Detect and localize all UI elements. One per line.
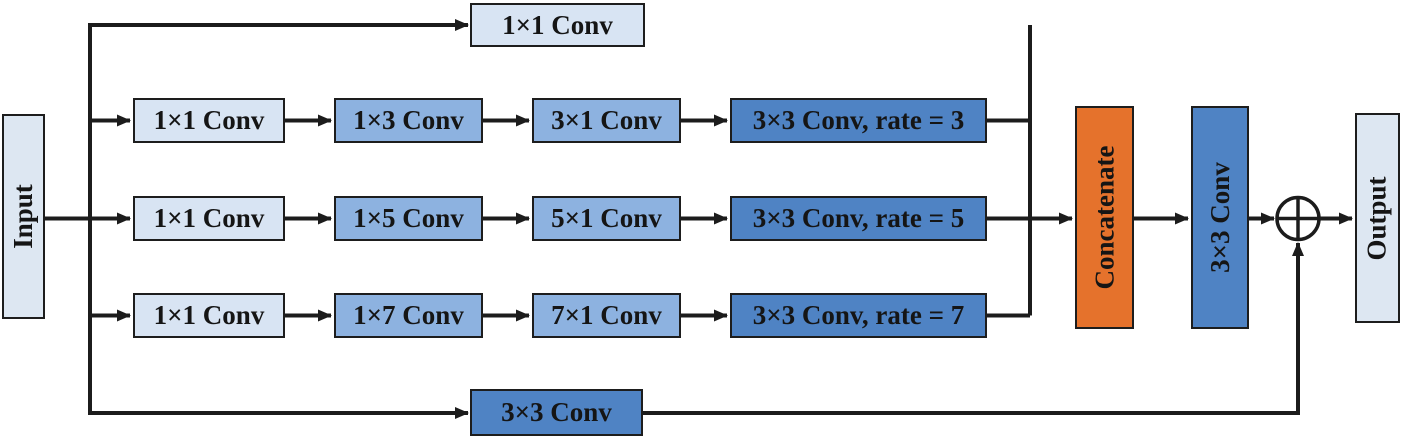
branch1-horizontal-conv-label: 1×3 Conv: [353, 105, 464, 135]
branch3-dilated-conv-label: 3×3 Conv, rate = 7: [752, 300, 965, 330]
branch1-dilated-conv-node: 3×3 Conv, rate = 3: [730, 98, 987, 143]
branch3-reduce-conv-node: 1×1 Conv: [133, 293, 285, 338]
branch3-vertical-conv-node: 7×1 Conv: [532, 293, 681, 338]
top-skip-conv-node: 1×1 Conv: [470, 3, 645, 47]
branch2-vertical-conv-label: 5×1 Conv: [551, 203, 662, 233]
output-node: Output: [1355, 113, 1400, 323]
branch1-reduce-conv-label: 1×1 Conv: [153, 105, 265, 135]
bottom-skip-conv-label: 3×3 Conv: [501, 397, 612, 427]
branch1-vertical-conv-node: 3×1 Conv: [532, 98, 681, 143]
branch1-horizontal-conv-node: 1×3 Conv: [334, 98, 483, 143]
branch3-horizontal-conv-node: 1×7 Conv: [334, 293, 483, 338]
concatenate-label: Concatenate: [1089, 145, 1119, 290]
branch1-dilated-conv-label: 3×3 Conv, rate = 3: [752, 105, 965, 135]
branch2-dilated-conv-label: 3×3 Conv, rate = 5: [752, 203, 965, 233]
branch2-reduce-conv-label: 1×1 Conv: [153, 203, 265, 233]
branch2-dilated-conv-node: 3×3 Conv, rate = 5: [730, 196, 987, 241]
branch3-horizontal-conv-label: 1×7 Conv: [353, 300, 464, 330]
branch3-dilated-conv-node: 3×3 Conv, rate = 7: [730, 293, 987, 338]
branch2-horizontal-conv-label: 1×5 Conv: [353, 203, 464, 233]
sum-operator-icon: [1275, 195, 1321, 242]
bottom-skip-conv-node: 3×3 Conv: [470, 389, 643, 436]
branch1-vertical-conv-label: 3×1 Conv: [551, 105, 662, 135]
branch2-horizontal-conv-node: 1×5 Conv: [334, 196, 483, 241]
fusion-conv-label: 3×3 Conv: [1204, 162, 1235, 273]
branch2-vertical-conv-node: 5×1 Conv: [532, 196, 681, 241]
input-label: Input: [8, 184, 39, 249]
branch1-reduce-conv-node: 1×1 Conv: [133, 98, 285, 143]
bottom-skip-return-connector: [643, 242, 1304, 415]
branch3-vertical-conv-label: 7×1 Conv: [551, 300, 662, 330]
input-node: Input: [2, 114, 45, 319]
branch3-reduce-conv-label: 1×1 Conv: [153, 300, 265, 330]
top-skip-conv-label: 1×1 Conv: [502, 9, 613, 40]
branch2-reduce-conv-node: 1×1 Conv: [133, 196, 285, 241]
concatenate-node: Concatenate: [1075, 106, 1134, 329]
output-label: Output: [1362, 175, 1393, 261]
fusion-conv-node: 3×3 Conv: [1191, 106, 1249, 329]
